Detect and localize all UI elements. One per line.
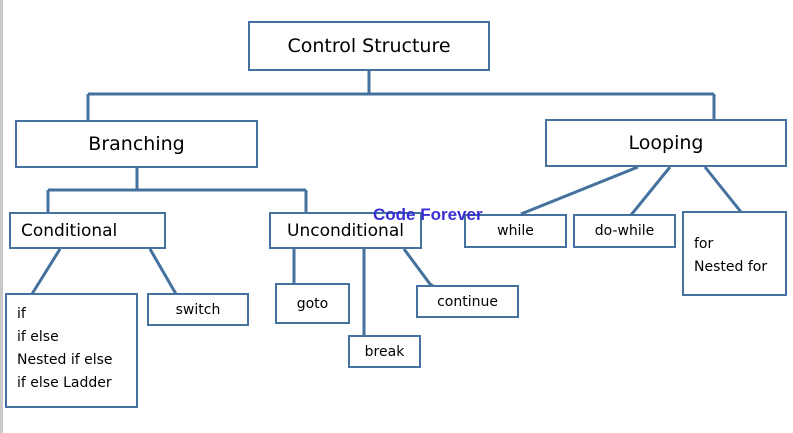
control-structure-node: Control Structure <box>248 21 490 71</box>
if-else-item: if else <box>17 329 59 345</box>
continue-label: continue <box>437 293 498 310</box>
break-label: break <box>364 343 405 360</box>
continue-node: continue <box>416 285 519 318</box>
control-structure-label: Control Structure <box>287 35 451 57</box>
conditional-label: Conditional <box>21 220 118 241</box>
while-label: while <box>497 223 534 239</box>
looping-label: Looping <box>628 132 704 154</box>
conditional-node: Conditional <box>9 212 166 249</box>
window-edge <box>0 0 3 433</box>
nested-if-else-item: Nested if else <box>17 352 113 368</box>
do-while-label: do-while <box>594 223 655 239</box>
branching-node: Branching <box>15 120 258 168</box>
goto-node: goto <box>275 283 350 324</box>
switch-label: switch <box>175 301 221 318</box>
nested-for-item: Nested for <box>694 259 768 275</box>
for-item: for <box>694 236 714 252</box>
conditional-items-node: if if else Nested if else if else Ladder <box>5 293 138 408</box>
if-else-ladder-item: if else Ladder <box>17 375 112 391</box>
break-node: break <box>348 335 421 368</box>
while-node: while <box>464 214 567 248</box>
if-item: if <box>17 306 26 322</box>
do-while-node: do-while <box>573 214 676 248</box>
for-items-node: for Nested for <box>682 211 787 296</box>
switch-node: switch <box>147 293 249 326</box>
branching-label: Branching <box>88 133 185 155</box>
unconditional-label: Unconditional <box>287 220 404 241</box>
unconditional-node: Unconditional <box>269 212 422 249</box>
code-forever-watermark: Code Forever <box>373 205 483 224</box>
goto-label: goto <box>296 295 329 312</box>
looping-node: Looping <box>545 119 787 167</box>
